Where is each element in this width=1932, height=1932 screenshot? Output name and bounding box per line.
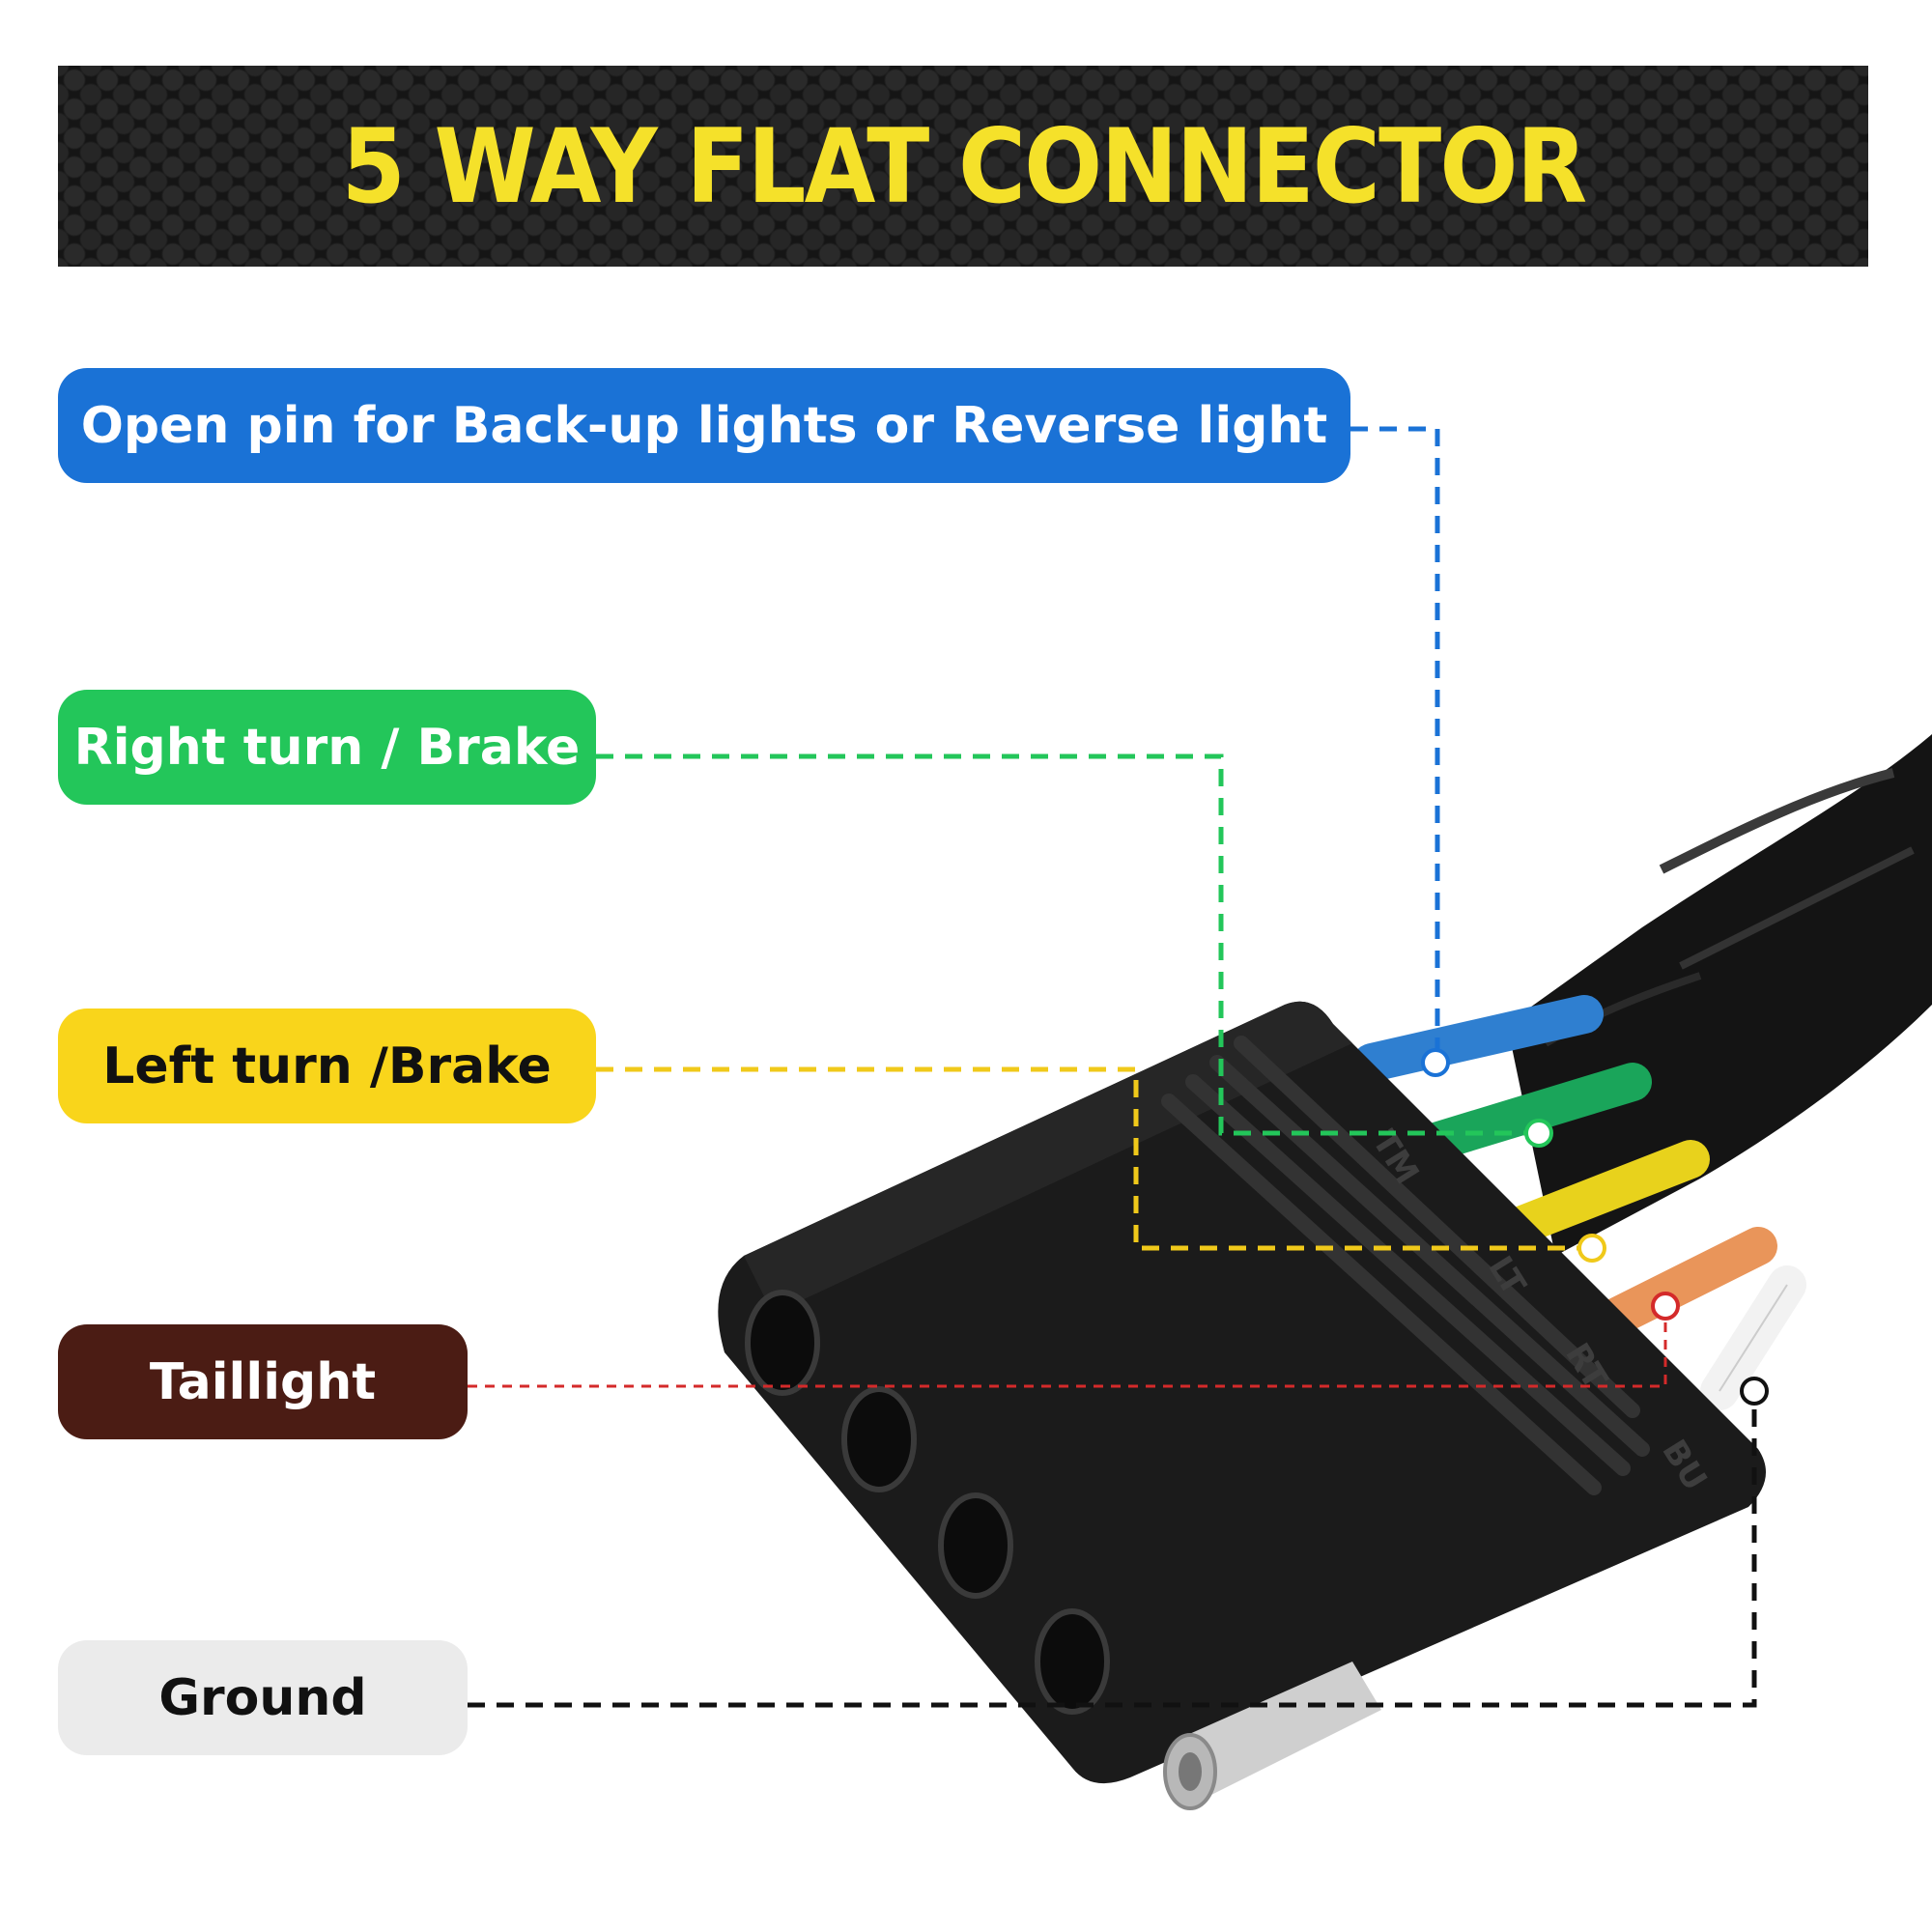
connector-body <box>718 1001 1767 1784</box>
ground-label: Ground <box>58 1640 468 1755</box>
cable-jacket <box>1507 734 1932 1256</box>
ground-leader-line <box>468 1391 1757 1708</box>
left-turn-leader-line <box>596 1066 1592 1251</box>
left-turn-brake-label: Left turn /Brake <box>58 1009 596 1123</box>
ground-endpoint <box>1740 1377 1769 1406</box>
banner-title: 5 WAY FLAT CONNECTOR <box>341 106 1587 226</box>
ground-pin <box>1163 1662 1381 1810</box>
taillight-label: Taillight <box>58 1324 468 1439</box>
blue-wire <box>1352 995 1604 1082</box>
title-banner: 5 WAY FLAT CONNECTOR <box>58 66 1868 267</box>
right-turn-endpoint <box>1524 1119 1553 1148</box>
backup-leader-line <box>1350 426 1440 1063</box>
backup-light-label: Open pin for Back-up lights or Reverse l… <box>58 368 1350 483</box>
right-turn-brake-label: Right turn / Brake <box>58 690 596 805</box>
backup-endpoint <box>1421 1048 1450 1077</box>
left-turn-endpoint <box>1577 1234 1606 1263</box>
right-turn-leader-line <box>596 753 1539 1136</box>
taillight-endpoint <box>1651 1292 1680 1321</box>
